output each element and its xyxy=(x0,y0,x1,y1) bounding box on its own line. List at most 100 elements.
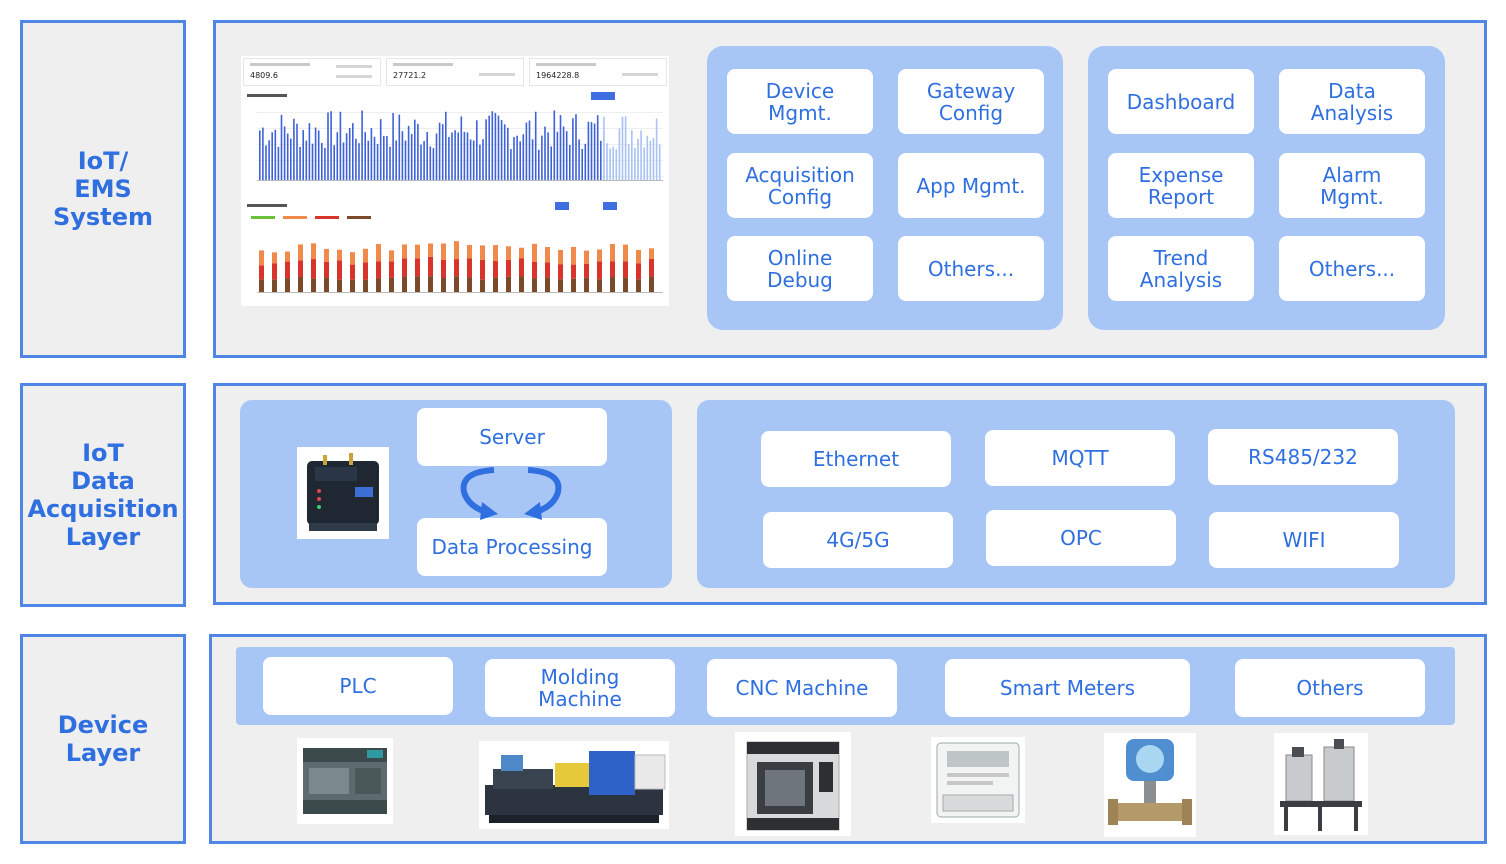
chart-bar xyxy=(575,114,577,180)
chart-bar xyxy=(274,129,277,180)
chart-bar xyxy=(494,112,497,180)
chart-bar-segment xyxy=(428,276,433,292)
chart-bar xyxy=(655,118,658,180)
chart-gridline xyxy=(257,128,663,129)
chart-bar-segment xyxy=(480,245,485,260)
chart-bar-segment xyxy=(298,244,303,261)
chart-bar-segment xyxy=(324,261,329,278)
chart-bar-segment xyxy=(389,261,394,278)
data-analysis-box[interactable]: Data Analysis xyxy=(1279,69,1425,134)
chart-bar xyxy=(624,116,627,180)
rs485-box[interactable]: RS485/232 xyxy=(1208,429,1398,485)
chart-bar xyxy=(429,146,432,180)
chart-bar-segment xyxy=(480,279,485,292)
molding-machine-box[interactable]: Molding Machine xyxy=(485,659,675,717)
chart-bar xyxy=(401,131,404,180)
chart-toggle xyxy=(555,202,569,210)
chart-bar xyxy=(383,135,385,180)
chart-bar-segment xyxy=(623,244,628,262)
dashboard-bar-chart xyxy=(243,90,667,196)
ethernet-box[interactable]: Ethernet xyxy=(761,431,951,487)
chart-bar xyxy=(485,119,487,180)
server-box[interactable]: Server xyxy=(417,408,607,466)
chart-bar-segment xyxy=(493,261,498,278)
chart-bar xyxy=(367,140,370,180)
chart-bar xyxy=(386,135,388,180)
flow-meter-image xyxy=(1104,733,1196,837)
legend-mark xyxy=(347,216,371,219)
chart-bar-segment xyxy=(597,279,602,292)
opc-box[interactable]: OPC xyxy=(986,510,1176,566)
plc-box[interactable]: PLC xyxy=(263,657,453,715)
chart-bar-segment xyxy=(467,244,472,259)
4g5g-box[interactable]: 4G/5G xyxy=(763,512,953,568)
chart-bar xyxy=(302,130,304,180)
chart-bar-segment xyxy=(649,248,654,260)
chart-bar-segment xyxy=(545,262,550,278)
chart-bar xyxy=(379,119,382,180)
chart-bar xyxy=(572,118,574,180)
chart-bar-segment xyxy=(623,261,628,278)
online-debug-box[interactable]: Online Debug xyxy=(727,236,873,301)
chart-bar xyxy=(259,130,261,180)
chart-bar xyxy=(646,135,649,180)
chart-bar xyxy=(404,140,407,180)
chart-bar xyxy=(392,112,394,180)
others-box-1[interactable]: Others... xyxy=(898,236,1044,301)
chart-bar-segment xyxy=(493,245,498,262)
data-processing-box[interactable]: Data Processing xyxy=(417,518,607,576)
alarm-mgmt-box[interactable]: Alarm Mgmt. xyxy=(1279,153,1425,218)
chart-bar xyxy=(469,139,472,180)
chart-bar-segment xyxy=(441,243,446,260)
chart-bar-segment xyxy=(467,258,472,278)
layer-label-iot-ems: IoT/ EMS System xyxy=(20,20,186,358)
chart-bar xyxy=(538,149,540,180)
app-mgmt-box[interactable]: App Mgmt. xyxy=(898,153,1044,218)
expense-report-box[interactable]: Expense Report xyxy=(1108,153,1254,218)
chart-bar xyxy=(609,148,611,180)
chart-bar xyxy=(612,146,614,180)
chart-bar xyxy=(522,134,525,180)
chart-toggle xyxy=(591,92,615,100)
others-box-2[interactable]: Others... xyxy=(1279,236,1425,301)
smart-meters-box[interactable]: Smart Meters xyxy=(945,659,1190,717)
chart-bar xyxy=(528,120,531,180)
chart-bar xyxy=(262,127,264,180)
chart-bar-segment xyxy=(610,277,615,292)
stat-value-1: 4809.6 xyxy=(250,71,278,80)
molding-machine-image xyxy=(479,741,669,829)
gateway-config-box[interactable]: Gateway Config xyxy=(898,69,1044,134)
cnc-machine-box[interactable]: CNC Machine xyxy=(707,659,897,717)
chart-bar xyxy=(398,114,401,180)
chart-title-mark xyxy=(247,204,287,207)
chart-bar-segment xyxy=(454,259,459,277)
wifi-box[interactable]: WIFI xyxy=(1209,512,1399,568)
dashboard-box[interactable]: Dashboard xyxy=(1108,69,1254,134)
chart-bar-segment xyxy=(532,278,537,292)
chart-bar-segment xyxy=(506,246,511,260)
chart-bar xyxy=(336,132,339,180)
chart-bar xyxy=(373,136,376,180)
chart-bar xyxy=(479,144,481,180)
chart-bar-segment xyxy=(649,259,654,277)
chart-bar-segment xyxy=(298,260,303,277)
device-mgmt-box[interactable]: Device Mgmt. xyxy=(727,69,873,134)
legend-mark xyxy=(251,216,275,219)
plc-image xyxy=(297,738,393,824)
layer-label-text: IoT/ EMS System xyxy=(53,147,153,231)
chart-bar-segment xyxy=(493,277,498,292)
stat-card-3: 1964228.8 xyxy=(529,58,667,86)
chart-bar xyxy=(466,132,469,180)
chart-bar xyxy=(497,115,500,180)
chart-bar xyxy=(503,124,506,180)
acquisition-config-box[interactable]: Acquisition Config xyxy=(727,153,873,218)
chart-bar xyxy=(516,135,518,180)
others-device-box[interactable]: Others xyxy=(1235,659,1425,717)
chart-bar xyxy=(268,140,270,180)
chart-toggle xyxy=(603,202,617,210)
mqtt-box[interactable]: MQTT xyxy=(985,430,1175,486)
layer-label-device: Device Layer xyxy=(20,634,186,844)
chart-bar xyxy=(283,126,286,180)
trend-analysis-box[interactable]: Trend Analysis xyxy=(1108,236,1254,301)
chart-bar xyxy=(618,128,621,180)
